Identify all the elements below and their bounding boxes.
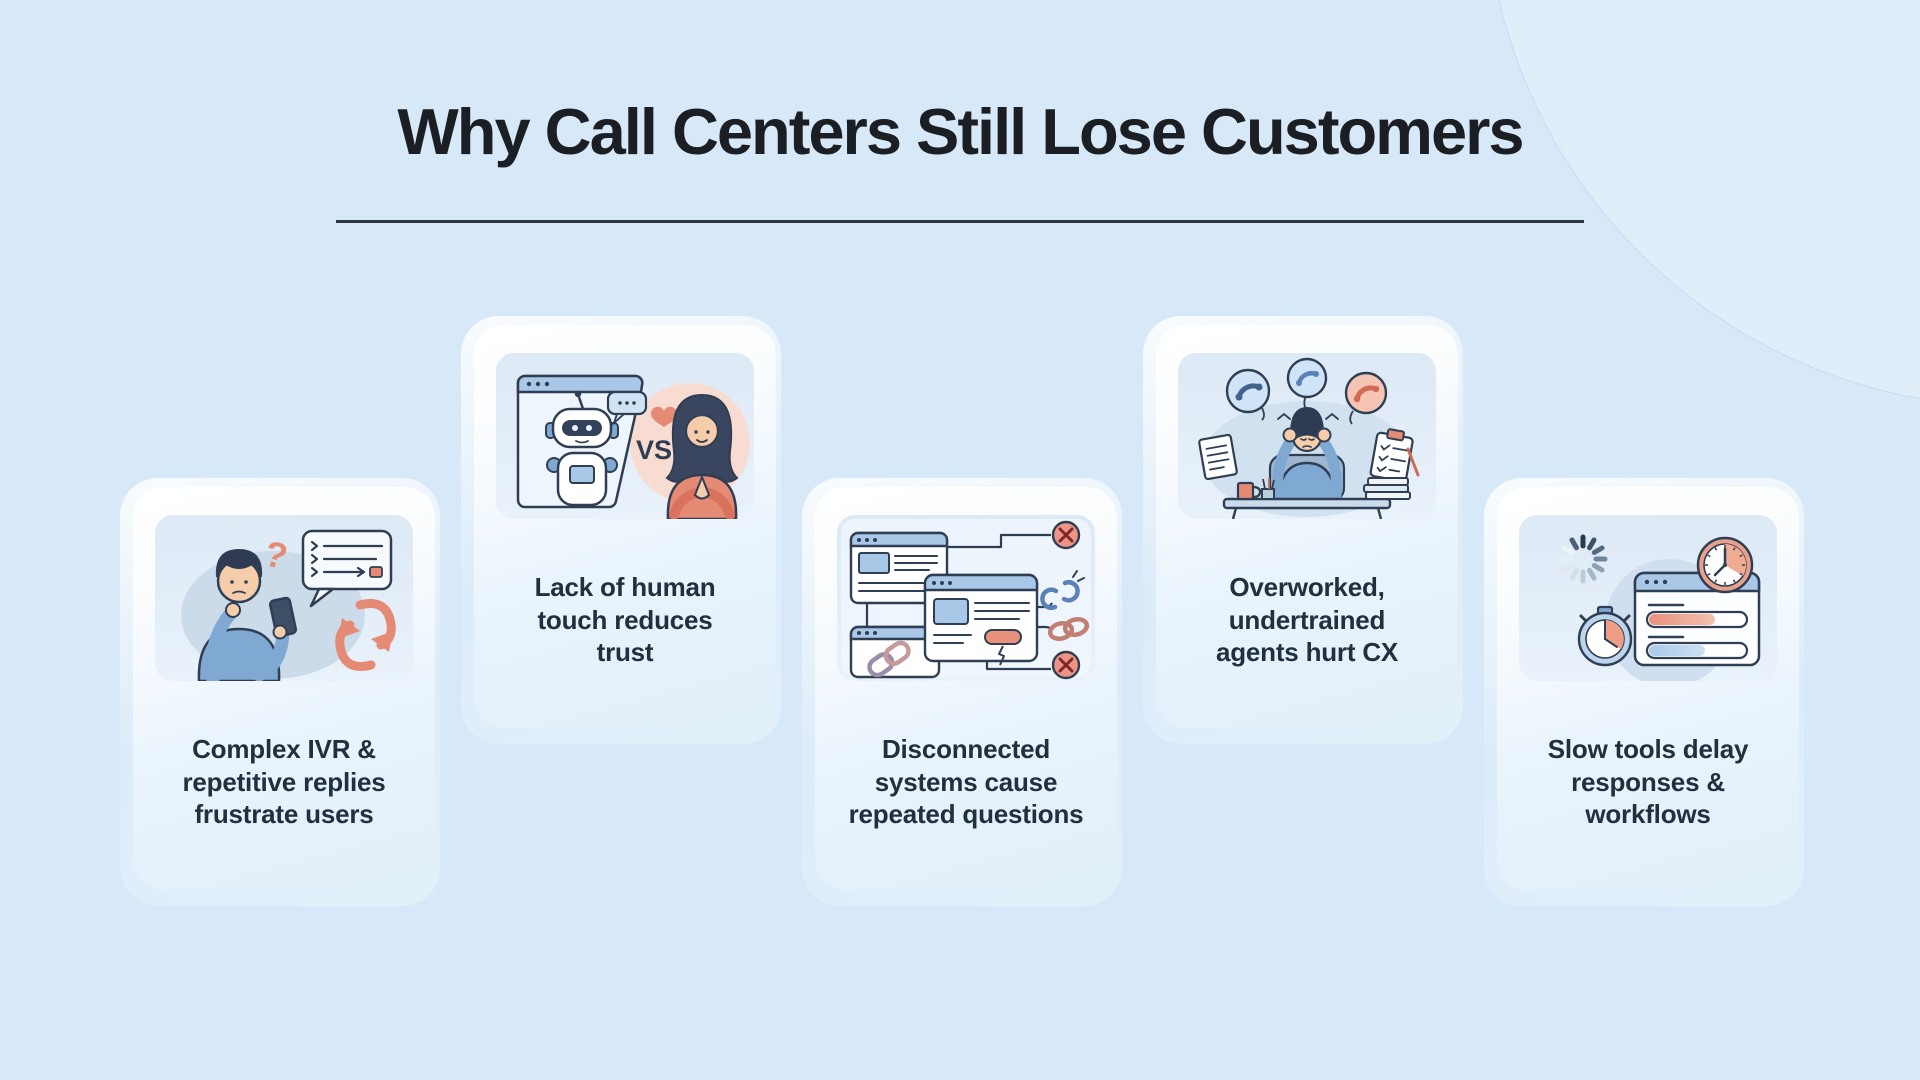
page-title: Why Call Centers Still Lose Customers [397, 95, 1524, 168]
illustration-panel: VS [496, 353, 754, 519]
pen-cup-icon [1261, 478, 1275, 500]
stressed-agent-icon [1272, 407, 1342, 503]
card-overworked-agents: Overworked, undertrained agents hurt CX [1143, 316, 1463, 744]
document-icon [1198, 433, 1238, 481]
heart-icon [651, 406, 677, 427]
illustration-panel [1519, 515, 1777, 681]
title-underline [336, 219, 1584, 223]
progress-window-icon [1633, 571, 1761, 667]
slow-tools-illustration [1558, 534, 1761, 681]
illustration-panel [837, 515, 1095, 681]
card-lack-of-human-touch: VS Lack of human touch reduces trust [461, 316, 781, 744]
card-caption: Overworked, undertrained agents hurt CX [1215, 572, 1399, 667]
error-x-icon [1051, 650, 1081, 680]
disconnected-systems-illustration [841, 519, 1091, 680]
header: Why Call Centers Still Lose Customers [0, 96, 1920, 223]
robot-vs-human-illustration: VS [516, 374, 750, 519]
repeat-arrows-icon [335, 599, 396, 671]
card-caption: Complex IVR & repetitive replies frustra… [182, 734, 386, 829]
illustration-panel [1178, 353, 1436, 519]
card-caption: Lack of human touch reduces trust [534, 572, 716, 667]
loading-spinner-icon [1558, 534, 1608, 584]
error-x-icon [1051, 520, 1081, 550]
illustration-panel: ? [155, 515, 413, 681]
phone-call-bubble-icon [1286, 357, 1328, 411]
woman-icon [665, 393, 739, 519]
link-icon [1047, 617, 1090, 641]
robot-icon [545, 390, 619, 507]
chain-link-icon [867, 640, 911, 678]
card-slow-tools: Slow tools delay responses & workflows [1484, 478, 1804, 906]
overworked-agent-illustration [1198, 357, 1420, 519]
pencil-icon [1406, 447, 1420, 477]
clock-icon [1696, 536, 1754, 594]
mug-icon [1236, 481, 1262, 501]
card-complex-ivr: ? Complex IVR & repetitive replies frust… [120, 478, 440, 906]
book-stack-icon [1363, 477, 1411, 500]
phone-call-bubble-icon [1344, 371, 1388, 425]
confused-user-with-phone-illustration: ? [181, 529, 396, 681]
broken-link-icon [1040, 570, 1085, 610]
clipboard-icon [1369, 428, 1414, 483]
card-disconnected-systems: Disconnected systems cause repeated ques… [802, 478, 1122, 906]
card-caption: Disconnected systems cause repeated ques… [848, 734, 1084, 829]
stopwatch-icon [1577, 605, 1633, 667]
phone-call-bubble-icon [1225, 368, 1271, 421]
vs-label: VS [636, 435, 672, 465]
card-caption: Slow tools delay responses & workflows [1547, 734, 1749, 829]
